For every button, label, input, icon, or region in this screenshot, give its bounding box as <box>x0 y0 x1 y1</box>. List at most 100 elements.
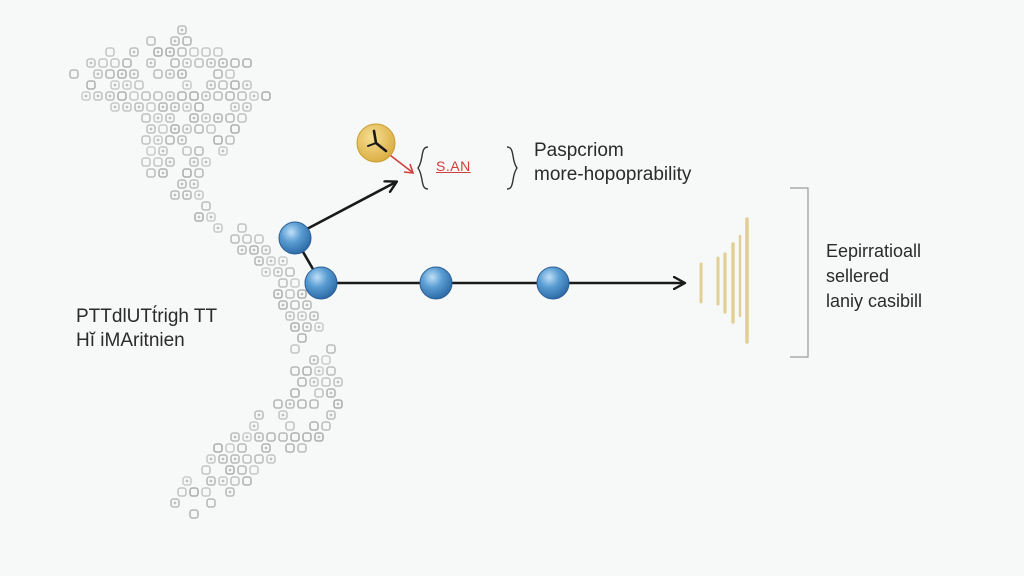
map-glyph <box>122 58 132 68</box>
map-glyph <box>93 91 103 101</box>
map-glyph-dot <box>197 215 201 219</box>
map-glyph-dot <box>173 105 177 109</box>
map-glyph-dot <box>305 303 309 307</box>
map-glyph-dot <box>329 413 333 417</box>
map-glyph <box>141 113 151 123</box>
map-glyph <box>201 465 211 475</box>
map-glyph-dot <box>113 105 117 109</box>
map-glyph <box>242 80 252 90</box>
map-glyph-dot <box>317 369 321 373</box>
map-glyph-dot <box>168 72 172 76</box>
map-glyph <box>249 245 259 255</box>
map-glyph <box>141 135 151 145</box>
map-glyph <box>237 91 247 101</box>
map-glyph <box>314 366 324 376</box>
map-glyph <box>153 135 163 145</box>
map-glyph <box>273 289 283 299</box>
map-glyph-dot <box>168 116 172 120</box>
map-glyph <box>230 80 240 90</box>
map-glyph <box>218 454 228 464</box>
map-glyph-dot <box>233 105 237 109</box>
map-glyph-dot <box>264 248 268 252</box>
map-glyph <box>297 311 307 321</box>
map-glyph <box>285 421 295 431</box>
badge-braces <box>417 146 518 190</box>
map-glyph <box>218 146 228 156</box>
map-glyph-dot <box>269 259 273 263</box>
map-glyph-dot <box>305 325 309 329</box>
map-glyph <box>146 168 156 178</box>
map-glyph-dot <box>293 325 297 329</box>
map-glyph <box>177 179 187 189</box>
map-glyph <box>297 377 307 387</box>
map-glyph <box>105 47 115 57</box>
map-glyph-dot <box>252 94 256 98</box>
map-glyph <box>261 267 271 277</box>
map-glyph <box>81 91 91 101</box>
map-glyph <box>285 311 295 321</box>
map-glyph <box>290 278 300 288</box>
map-glyph <box>170 124 180 134</box>
map-glyph <box>206 124 216 134</box>
map-glyph <box>297 443 307 453</box>
map-glyph <box>285 399 295 409</box>
map-glyph-dot <box>180 138 184 142</box>
map-glyph-dot <box>288 402 292 406</box>
map-glyph <box>218 80 228 90</box>
map-glyph <box>201 113 211 123</box>
map-glyph <box>242 454 252 464</box>
map-glyph <box>189 509 199 519</box>
map-glyph <box>213 443 223 453</box>
map-glyph <box>230 432 240 442</box>
right-label: Eepirratioall sellered laniy casibill <box>826 239 922 314</box>
map-glyph-dot <box>209 61 213 65</box>
map-glyph-dot <box>281 303 285 307</box>
map-glyph-dot <box>336 402 340 406</box>
map-glyph <box>261 91 271 101</box>
map-glyph <box>213 69 223 79</box>
map-glyph <box>194 124 204 134</box>
map-glyph <box>254 432 264 442</box>
map-glyph <box>153 113 163 123</box>
map-glyph-dot <box>96 94 100 98</box>
map-glyph <box>309 421 319 431</box>
map-glyph-dot <box>185 105 189 109</box>
map-glyph <box>165 91 175 101</box>
map-glyph-dot <box>300 314 304 318</box>
left-label-line-1: PTTdlUTt́righ TT <box>76 306 218 327</box>
map-glyph <box>158 146 168 156</box>
map-glyph <box>86 80 96 90</box>
map-glyph-dot <box>245 435 249 439</box>
map-glyph-dot <box>173 39 177 43</box>
map-glyph <box>261 443 271 453</box>
map-glyph <box>182 124 192 134</box>
map-glyph-dot <box>312 380 316 384</box>
map-glyph-dot <box>113 83 117 87</box>
map-glyph <box>117 91 127 101</box>
map-glyph <box>326 344 336 354</box>
clock-icon <box>356 123 396 163</box>
map-glyph <box>177 25 187 35</box>
map-glyph <box>165 157 175 167</box>
map-glyph-dot <box>197 193 201 197</box>
map-glyph-dot <box>185 479 189 483</box>
map-glyph-dot <box>252 424 256 428</box>
map-glyph <box>254 256 264 266</box>
map-glyph <box>230 58 240 68</box>
upper-arrow <box>304 182 396 232</box>
map-glyph <box>194 190 204 200</box>
map-glyph <box>105 69 115 79</box>
map-glyph <box>285 443 295 453</box>
map-glyph <box>297 289 307 299</box>
map-glyph <box>230 476 240 486</box>
map-glyph <box>302 322 312 332</box>
map-glyph <box>201 157 211 167</box>
right-label-line-1: Eepirratioall <box>826 241 922 261</box>
map-silhouette <box>69 25 343 519</box>
map-glyph <box>194 168 204 178</box>
map-glyph <box>242 102 252 112</box>
map-glyph <box>285 289 295 299</box>
map-glyph <box>290 388 300 398</box>
map-glyph-dot <box>245 83 249 87</box>
